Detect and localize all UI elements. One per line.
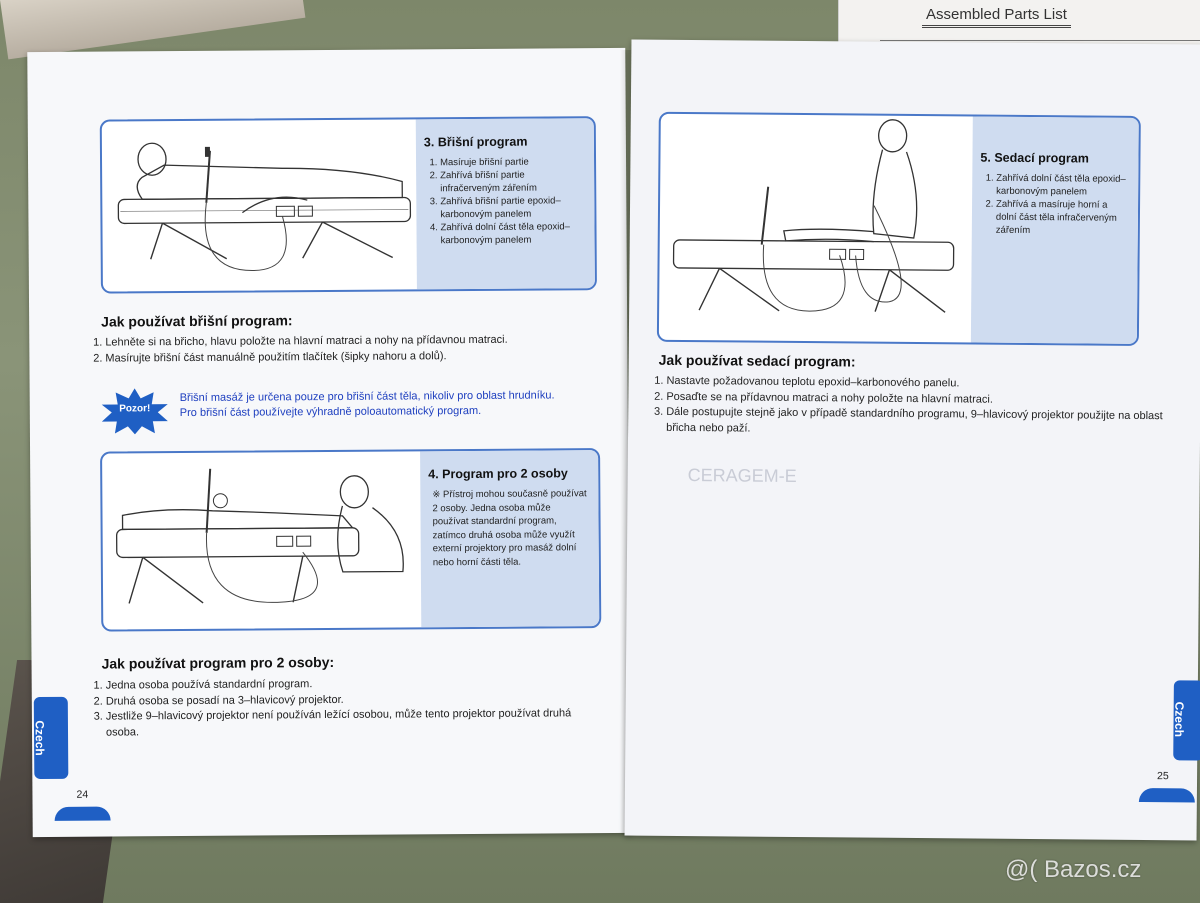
belly-program-panel: 3. Břišní program Masíruje břišní partie… xyxy=(99,116,597,294)
steps-list: Lehněte si na břicho, hlavu položte na h… xyxy=(87,332,605,367)
belly-program-info: 3. Břišní program Masíruje břišní partie… xyxy=(415,118,595,290)
list-item: Masírujte břišní část manuálně použitím … xyxy=(105,348,605,367)
two-person-illustration xyxy=(115,468,404,604)
watermark: @( Bazos.cz xyxy=(1005,856,1142,883)
language-tab-label: Czech xyxy=(32,720,47,756)
sitting-program-info: 5. Sedací program Zahřívá dolní část těl… xyxy=(970,116,1139,344)
list-item: Masíruje břišní partie xyxy=(440,155,584,169)
panel-title: 5. Sedací program xyxy=(980,150,1089,166)
warning-line: Pro břišní část používejte výhradně polo… xyxy=(179,404,482,420)
list-item: Zahřívá břišní partie epoxid–karbonovým … xyxy=(440,194,584,221)
language-tab: Czech xyxy=(32,696,69,780)
panel-list: Zahřívá dolní část těla epoxid–karbonový… xyxy=(980,172,1129,238)
panel-note: ※ Přístroj mohou současně používat 2 oso… xyxy=(432,488,587,568)
left-page: 3. Břišní program Masíruje břišní partie… xyxy=(27,47,631,838)
page-number: 24 xyxy=(76,788,89,801)
panel-title: 4. Program pro 2 osoby xyxy=(428,466,568,482)
belly-program-illustration xyxy=(117,142,412,272)
warning-starburst-icon xyxy=(101,388,168,435)
panel-title: 3. Břišní program xyxy=(423,134,528,150)
list-item: Zahřívá a masíruje horní a dolní část tě… xyxy=(996,198,1128,238)
section-heading: Jak používat břišní program: xyxy=(101,312,293,330)
two-person-info: 4. Program pro 2 osoby ※ Přístroj mohou … xyxy=(420,450,600,628)
warning-text: Břišní masáž je určena pouze pro břišní … xyxy=(180,388,570,421)
sitting-program-panel: 5. Sedací program Zahřívá dolní část těl… xyxy=(656,111,1141,346)
page-corner-arc xyxy=(1138,787,1195,803)
section-heading: Jak používat program pro 2 osoby: xyxy=(101,653,335,672)
steps-list: Jedna osoba používá standardní program. … xyxy=(88,675,606,741)
section-heading: Jak používat sedací program: xyxy=(658,351,856,370)
list-item: Zahřívá dolní část těla epoxid–karbonový… xyxy=(996,172,1128,199)
list-item: Jestliže 9–hlavicový projektor není použ… xyxy=(106,706,606,740)
list-item: Zahřívá dolní část těla epoxid–karbonový… xyxy=(440,220,584,247)
sitting-program-illustration xyxy=(672,119,955,313)
page-corner-arc xyxy=(54,806,111,821)
warning-line: Břišní masáž je určena pouze pro břišní … xyxy=(179,389,555,405)
page-number: 25 xyxy=(1157,770,1169,783)
list-item: Zahřívá břišní partie infračerveným záře… xyxy=(440,168,584,195)
two-person-program-panel: 4. Program pro 2 osoby ※ Přístroj mohou … xyxy=(100,448,602,632)
list-item: Dále postupujte stejně jako v případě st… xyxy=(666,405,1166,440)
panel-list: Masíruje břišní partie Zahřívá břišní pa… xyxy=(424,155,585,247)
language-tab: Czech xyxy=(1172,680,1200,761)
right-page: CERAGEM-E 5. Sedací program Zahřívá doln… xyxy=(624,39,1200,841)
warning-label: Pozor! xyxy=(119,403,151,415)
language-tab-label: Czech xyxy=(1172,701,1187,738)
steps-list: Nastavte požadovanou teplotu epoxid–karb… xyxy=(648,374,1167,441)
show-through-text: CERAGEM-E xyxy=(687,465,797,486)
sheet-title: Assembled Parts List xyxy=(922,6,1071,28)
